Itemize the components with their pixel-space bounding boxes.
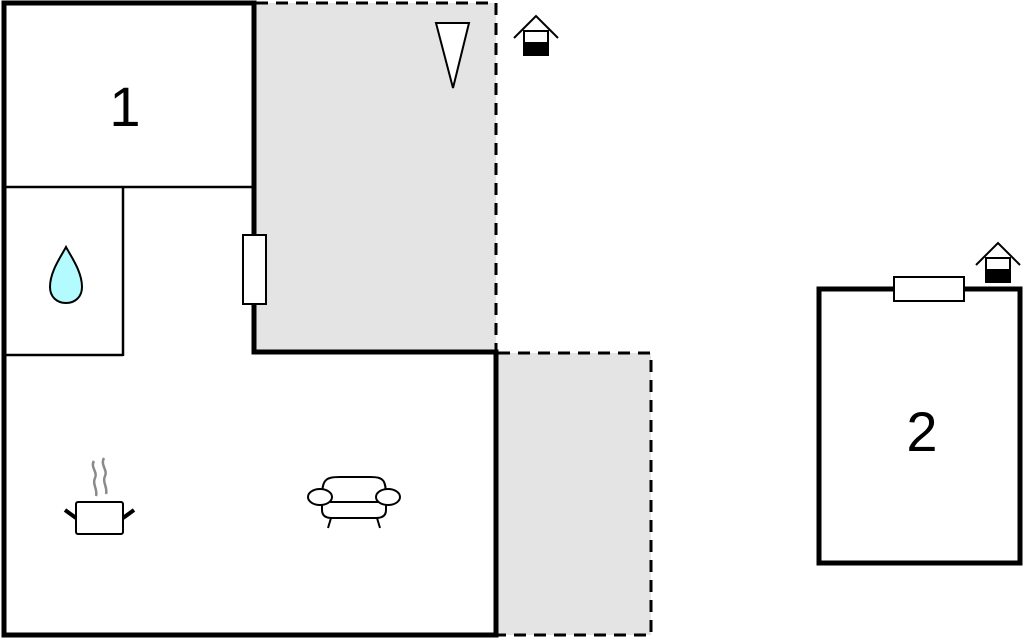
bathroom-water-drop-icon [48,244,84,305]
sofa-icon [307,476,401,529]
entrance-house-icon [975,241,1021,283]
main-building-walls [1,0,499,638]
window-icon [893,276,965,302]
entrance-house-icon [513,14,559,56]
north-arrow-icon [434,22,471,89]
terrace-lower [498,351,653,637]
room-1-label: 1 [109,75,140,138]
door-icon [242,234,267,305]
room-2-label: 2 [906,400,937,463]
kitchen-pot-icon [63,457,136,535]
